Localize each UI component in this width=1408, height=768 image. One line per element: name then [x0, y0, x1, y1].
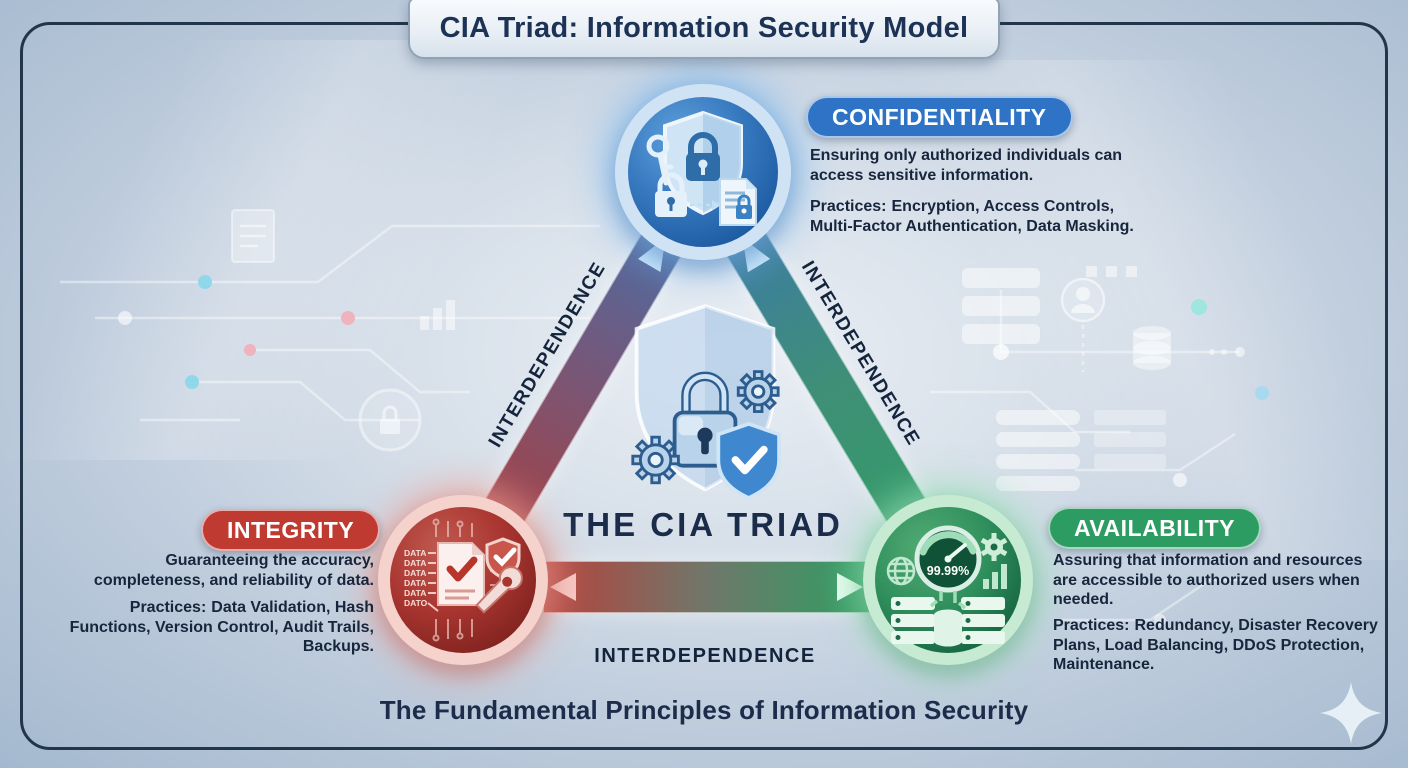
gear-icon: [980, 533, 1008, 561]
circuit-node-dots: [118, 275, 1269, 626]
document-check-icon: [437, 542, 485, 606]
confidentiality-description: Ensuring only authorized individuals can…: [810, 147, 1123, 184]
integrity-practices: Practices:Data Validation, Hash Function…: [69, 599, 374, 656]
bottom-caption: The Fundamental Principles of Informatio…: [379, 695, 1029, 725]
edge-integrity-availability: [543, 561, 870, 613]
sparkle-icon: [1320, 682, 1382, 744]
svg-text:DATA: DATA: [404, 568, 426, 578]
double-arrow-icon: [550, 573, 863, 601]
confidentiality-practices: Practices:Encryption, Access Controls, M…: [810, 198, 1134, 235]
svg-text:DATA: DATA: [404, 558, 426, 568]
data-lines: DATA DATA DATA DATA DATA DATO: [404, 548, 428, 608]
bar-chart-icon: [983, 564, 1007, 589]
shield-check-icon: [716, 421, 781, 501]
gear-icon: [736, 370, 780, 413]
gauge-value: 99.99%: [927, 564, 969, 578]
svg-text:DATA: DATA: [404, 548, 426, 558]
faded-lock-icon: [358, 388, 422, 452]
center-heading: THE CIA TRIAD: [563, 506, 843, 543]
svg-text:DATO: DATO: [404, 598, 428, 608]
secure-document-icon: [719, 178, 757, 226]
integrity-description: Guaranteeing the accuracy, completeness,…: [93, 552, 374, 589]
title-banner: CIA Triad: Information Security Model: [408, 0, 1000, 59]
availability-practices: Practices:Redundancy, Disaster Recovery …: [1053, 617, 1378, 674]
gear-icon: [631, 435, 680, 485]
server-stack-icon: [891, 597, 1005, 644]
padlock-icon: [655, 172, 687, 217]
globe-icon: [886, 556, 916, 586]
flow-arrows: [929, 591, 967, 610]
faded-document-icon: [231, 209, 275, 263]
availability-description: Assuring that information and resources …: [1053, 552, 1363, 609]
database-icon: [934, 609, 962, 647]
integrity-badge: INTEGRITY: [201, 509, 381, 551]
faded-database-icon: [1133, 326, 1171, 370]
page-title: CIA Triad: Information Security Model: [439, 11, 969, 44]
center-security-emblem-icon: [631, 304, 781, 501]
integrity-node: DATA DATA DATA DATA DATA DATO: [378, 495, 548, 665]
availability-node: 99.99%: [863, 495, 1033, 665]
confidentiality-node: [615, 84, 791, 260]
edge-label-bottom: INTERDEPENDENCE: [594, 645, 816, 667]
confidentiality-badge: CONFIDENTIALITY: [806, 96, 1073, 138]
confidentiality-icons: [646, 110, 757, 226]
availability-icons: 99.99%: [886, 525, 1008, 647]
availability-badge: AVAILABILITY: [1048, 507, 1262, 549]
faded-user-icon: [1060, 277, 1106, 323]
integrity-icons: DATA DATA DATA DATA DATA DATO: [404, 518, 523, 642]
uptime-gauge-icon: 99.99%: [914, 525, 982, 593]
data-line-ticks: [427, 552, 439, 612]
svg-text:DATA: DATA: [404, 578, 426, 588]
wrench-icon: [475, 566, 523, 614]
svg-text:DATA: DATA: [404, 588, 426, 598]
